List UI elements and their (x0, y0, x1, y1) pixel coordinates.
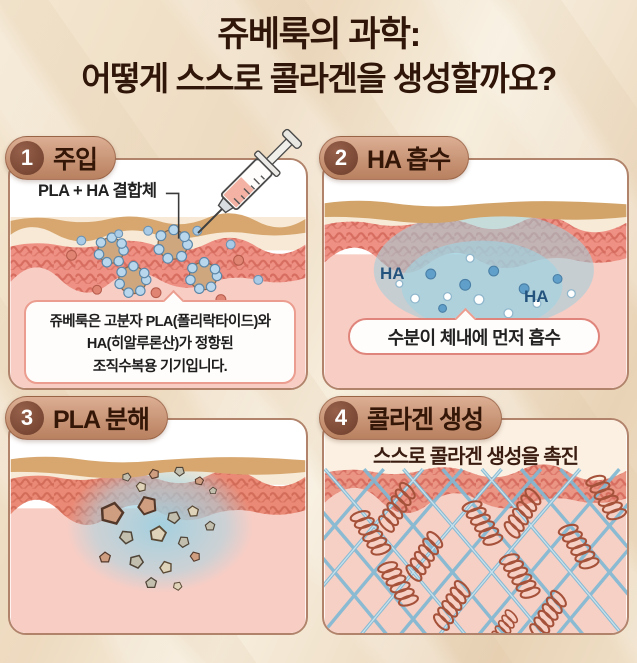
step-badge-pla-decomposition: 3 PLA 분해 (5, 396, 169, 440)
absorption-callout-text: 수분이 체내에 먼저 흡수 (387, 327, 561, 348)
step-label: 콜라겐 생성 (367, 406, 484, 434)
epidermis-layer (10, 456, 306, 479)
step-label: HA 흡수 (367, 146, 451, 174)
panel-ha-absorption-box: HA HA 수분이 체내에 먼저 흡수 (322, 158, 629, 390)
pla-fragments (98, 466, 217, 591)
epidermis-layer (324, 200, 627, 224)
description-line-3: 조직수복용 기기입니다. (92, 358, 228, 375)
step-badge-collagen-generation: 4 콜라겐 생성 (319, 396, 502, 440)
description-line-1: 쥬베룩은 고분자 PLA(폴리락타이드)와 (49, 314, 271, 330)
pla-ha-particle-clusters (93, 224, 223, 298)
panel-collagen-generation-box: 스스로 콜라겐 생성을 촉진 (322, 418, 629, 635)
step-badge-injection: 1 주입 (5, 136, 117, 180)
ha-label-left: HA (380, 264, 405, 283)
collagen-fiber-illustration (324, 420, 627, 633)
title-line-1: 쥬베룩의 과학: (217, 15, 421, 54)
step-number: 1 (10, 141, 44, 175)
page-title: 쥬베룩의 과학: 어떻게 스스로 콜라겐을 생성할까요? (0, 12, 637, 100)
description-callout: 쥬베룩은 고분자 PLA(폴리락타이드)와 HA(히알루론산)가 정항된 조직수… (24, 289, 296, 384)
panel-ha-absorption: HA HA 수분이 체내에 먼저 흡수 2 HA 흡수 (319, 136, 629, 390)
skin-cross-section-decomposition (10, 420, 306, 633)
step-number: 4 (324, 401, 358, 435)
epidermis-layer (10, 213, 306, 242)
description-line-2: HA(히알루론산)가 정항된 (86, 336, 234, 353)
absorption-callout: 수분이 체내에 먼저 흡수 (348, 307, 600, 355)
panel-injection: PLA + HA 결합체 쥬베룩은 고분자 PLA(폴리락타이드)와 HA(히알… (5, 128, 308, 390)
ha-droplets (395, 253, 576, 330)
ha-label-right: HA (524, 287, 549, 306)
pla-ha-complex-label: PLA + HA 결합체 (38, 182, 157, 200)
panel-collagen-generation: 스스로 콜라겐 생성을 촉진 4 콜라겐 생성 (319, 396, 629, 635)
step-label: 주입 (53, 146, 98, 174)
panel-pla-decomposition: 3 PLA 분해 (5, 396, 308, 635)
panel-pla-decomposition-box (8, 418, 308, 635)
step-number: 3 (10, 401, 44, 435)
free-particles (66, 225, 264, 306)
step-number: 2 (324, 141, 358, 175)
title-line-2: 어떻게 스스로 콜라겐을 생성할까요? (81, 59, 557, 97)
panel-injection-box: PLA + HA 결합체 쥬베룩은 고분자 PLA(폴리락타이드)와 HA(히알… (8, 158, 308, 390)
annotation-connector-line (165, 192, 180, 239)
collagen-subtitle: 스스로 콜라겐 생성을 촉진 (372, 446, 579, 468)
step-label: PLA 분해 (53, 406, 150, 434)
step-badge-ha-absorption: 2 HA 흡수 (319, 136, 470, 180)
